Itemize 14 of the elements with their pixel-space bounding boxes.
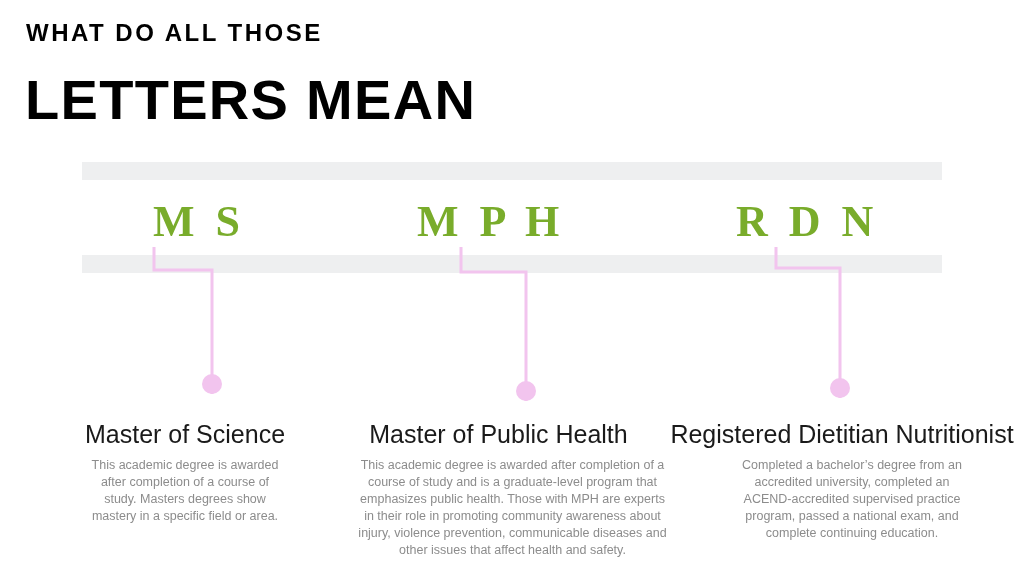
abbreviation-text: R D N bbox=[736, 197, 879, 247]
leader-line bbox=[774, 247, 850, 398]
subtitle-text: WHAT DO ALL THOSE bbox=[26, 21, 323, 45]
degree-heading: Master of Public Health bbox=[369, 419, 628, 449]
leader-line bbox=[459, 247, 536, 401]
degree-description: Completed a bachelor’s degree from an accredited university, completed an ACEND-accredited supervised practice program, passed a national exam, and complete continuing education. bbox=[741, 457, 963, 542]
title-text: LETTERS MEAN bbox=[25, 72, 477, 128]
leader-line bbox=[152, 247, 222, 394]
degree-heading: Registered Dietitian Nutritionist bbox=[670, 419, 1014, 449]
abbreviation-text: M P H bbox=[417, 197, 565, 247]
degree-description: This academic degree is awarded after completion of a course of study and is a graduate-level program that emphasizes public health. Those with MPH are experts in their role in promoting community awareness about injury, violence prevention, communicable diseases and other issues that affect health and safety. bbox=[357, 457, 668, 559]
degree-heading: Master of Science bbox=[84, 419, 286, 449]
degree-description: This academic degree is awarded after completion of a course of study. Masters degrees show mastery in a specific field or area. bbox=[90, 457, 280, 525]
abbreviation-text: M S bbox=[153, 197, 245, 247]
